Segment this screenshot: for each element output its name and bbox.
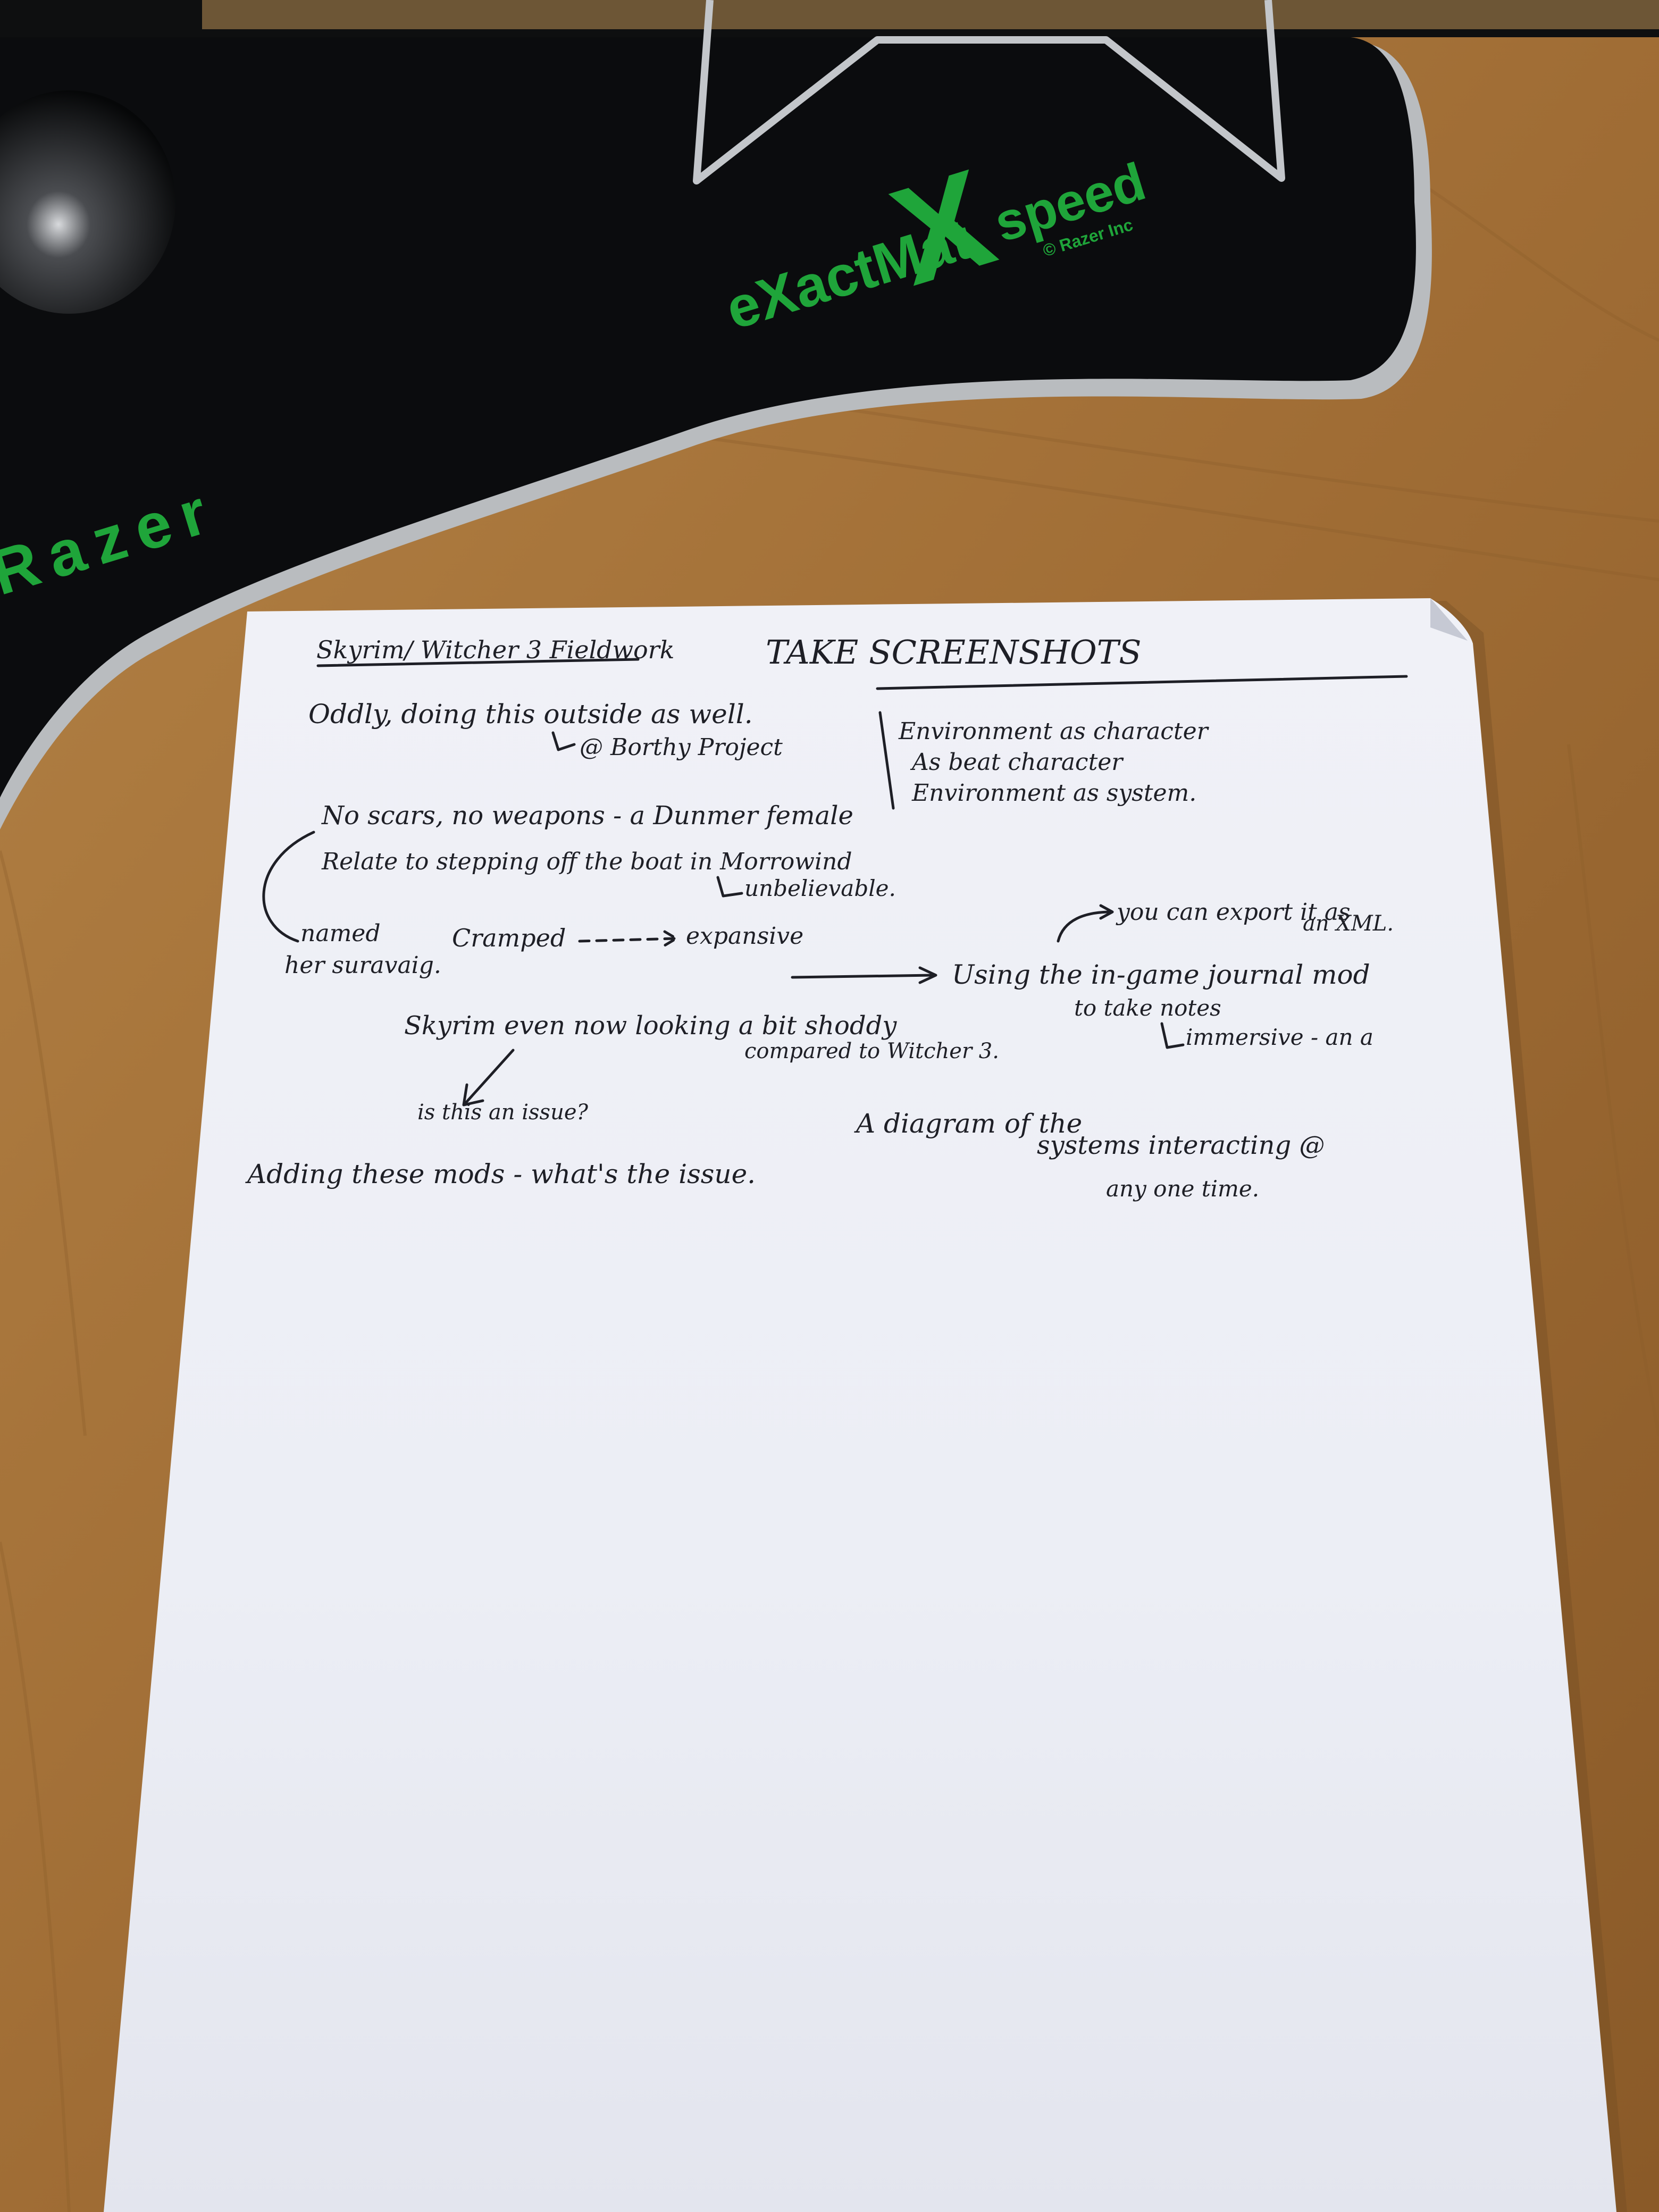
- arrow-hook-borthy: [551, 731, 576, 751]
- curved-arrow-left: [262, 831, 315, 943]
- arrow-to-using: [791, 966, 937, 984]
- top-rule-line: [876, 675, 1408, 690]
- take-notes-text: to take notes: [1074, 995, 1221, 1021]
- box-left-bracket: [878, 711, 895, 810]
- any-one-time-line: any one time.: [1106, 1176, 1259, 1202]
- arrow-hook-unbelievable: [716, 876, 743, 898]
- unbelievable-text: unbelievable.: [744, 875, 896, 901]
- no-scars-line: No scars, no weapons - a Dunmer female: [321, 801, 853, 831]
- expansive-text: expansive: [686, 923, 803, 950]
- compared-line: compared to Witcher 3.: [744, 1039, 999, 1063]
- systems-line: systems interacting @: [1037, 1130, 1325, 1160]
- wire-stand: [693, 0, 1285, 185]
- is-issue-text: is this an issue?: [417, 1100, 589, 1125]
- paper-sheet: [104, 598, 1616, 2212]
- xml-text: an XML.: [1303, 911, 1394, 936]
- paper-corner-fold: [1430, 598, 1468, 641]
- heading-underline: [316, 658, 640, 667]
- using-text: Using the in-game journal mod: [952, 959, 1370, 990]
- reminder-text: TAKE SCREENSHOTS: [766, 633, 1142, 672]
- adding-mods-line: Adding these mods - what's the issue.: [245, 1159, 756, 1189]
- handwritten-note: Skyrim/ Witcher 3 Fieldwork TAKE SCREENS…: [245, 633, 1408, 1202]
- immersive-text: immersive - an a: [1186, 1024, 1373, 1050]
- cramped-text: Cramped: [452, 924, 566, 952]
- oddly-line: Oddly, doing this outside as well.: [308, 699, 753, 730]
- export-text: you can export it as: [1116, 899, 1351, 926]
- monitor-edge: [202, 0, 1659, 29]
- her-name-text: her suravaig.: [284, 952, 441, 979]
- skyrim-shoddy-line: Skyrim even now looking a bit shoddy: [404, 1011, 897, 1041]
- arrow-hook-immersive: [1160, 1022, 1185, 1049]
- boxed-point-1: Environment as character: [898, 718, 1210, 745]
- trackball: [0, 90, 175, 314]
- diagram-line: A diagram of the: [854, 1108, 1082, 1139]
- cramped-arrow: [578, 930, 678, 947]
- mousepad: [0, 37, 1416, 798]
- arrow-to-export: [1057, 904, 1114, 943]
- boxed-point-2: As beat character: [910, 749, 1124, 776]
- named-text: named: [300, 920, 381, 947]
- boxed-point-3: Environment as system.: [911, 780, 1196, 807]
- arrow-to-issue: [462, 1049, 515, 1107]
- relate-line: Relate to stepping off the boat in Morro…: [321, 848, 852, 875]
- borthy-line: @ Borthy Project: [580, 734, 783, 761]
